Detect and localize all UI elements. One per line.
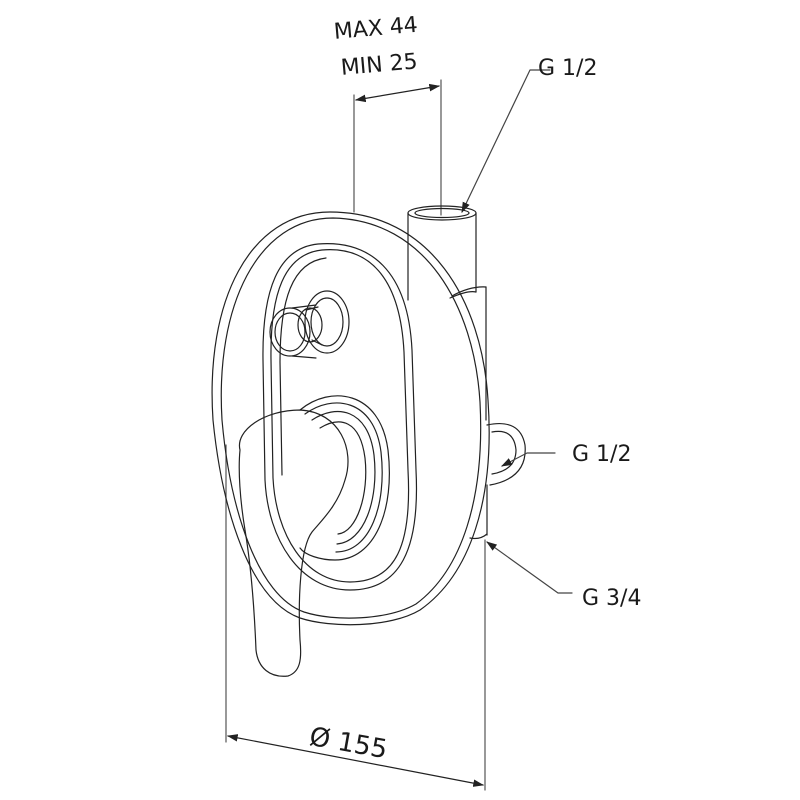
top-outlet-pipe	[407, 205, 487, 421]
lever-handle	[238, 409, 349, 677]
bottom-inlet-thread-label: G 3/4	[582, 586, 642, 611]
side-outlet-thread-label: G 1/2	[572, 442, 632, 467]
top-outlet-thread-label: G 1/2	[538, 56, 598, 81]
diameter-dimension	[225, 444, 486, 791]
depth-dimension	[353, 79, 442, 216]
lever-base-rings	[299, 395, 390, 561]
escutcheon-plate	[211, 211, 490, 626]
diverter-knob	[269, 290, 350, 359]
leader-lines	[461, 69, 573, 594]
